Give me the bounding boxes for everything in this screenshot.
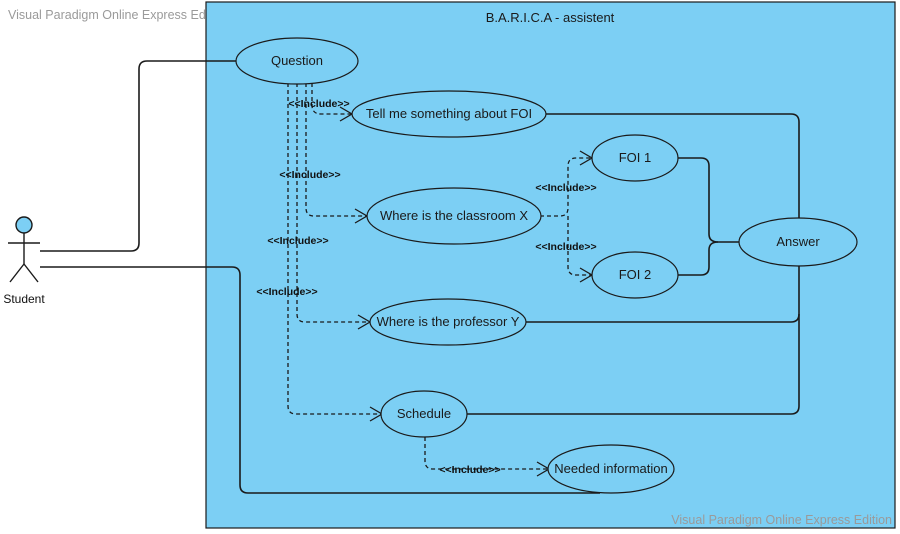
use-case-foi2[interactable]: FOI 2 bbox=[591, 251, 679, 299]
use-case-foi2-label: FOI 2 bbox=[619, 267, 652, 282]
association-foi1-answer bbox=[678, 157, 739, 243]
include-line-foi1 bbox=[540, 157, 592, 217]
include-label-foi1: <<Include>> bbox=[535, 182, 596, 194]
use-case-classroom-label: Where is the classroom X bbox=[380, 208, 528, 223]
include-line-needed-info bbox=[424, 437, 549, 470]
use-case-needed-information-label: Needed information bbox=[554, 461, 667, 476]
include-label-professor: <<Include>> bbox=[267, 235, 328, 247]
actor-head bbox=[15, 216, 33, 234]
include-line-professor bbox=[296, 83, 370, 323]
include-label-classroom: <<Include>> bbox=[279, 169, 340, 181]
include-line-foi2 bbox=[567, 216, 592, 276]
use-case-question-label: Question bbox=[271, 53, 323, 68]
use-case-professor[interactable]: Where is the professor Y bbox=[369, 298, 527, 346]
include-line-schedule bbox=[287, 83, 382, 415]
use-case-needed-information[interactable]: Needed information bbox=[547, 444, 675, 494]
association-foi2-answer bbox=[678, 241, 719, 276]
include-label-needed-info: <<Include>> bbox=[439, 464, 500, 476]
association-foi-info-answer bbox=[546, 113, 800, 220]
use-case-classroom[interactable]: Where is the classroom X bbox=[366, 187, 542, 245]
use-case-question[interactable]: Question bbox=[235, 37, 359, 85]
watermark-bottom-right: Visual Paradigm Online Express Edition bbox=[671, 513, 892, 527]
association-schedule-answer bbox=[467, 314, 800, 415]
use-case-professor-label: Where is the professor Y bbox=[377, 314, 520, 329]
include-line-foi-info bbox=[311, 83, 352, 115]
use-case-foi-info[interactable]: Tell me something about FOI bbox=[351, 90, 547, 138]
actor-student[interactable]: Student bbox=[3, 216, 45, 306]
watermark-top-left: Visual Paradigm Online Express Edition bbox=[8, 8, 229, 22]
system-title: B.A.R.I.C.A - assistent bbox=[486, 10, 615, 25]
use-case-foi1[interactable]: FOI 1 bbox=[591, 134, 679, 182]
actor-leg-right bbox=[23, 263, 39, 283]
use-case-schedule-label: Schedule bbox=[397, 406, 451, 421]
actor-leg-left bbox=[9, 263, 25, 283]
use-case-answer[interactable]: Answer bbox=[738, 217, 858, 267]
use-case-foi-info-label: Tell me something about FOI bbox=[366, 106, 532, 121]
include-label-foi2: <<Include>> bbox=[535, 241, 596, 253]
use-case-schedule[interactable]: Schedule bbox=[380, 390, 468, 438]
association-student-question bbox=[40, 60, 236, 252]
include-label-schedule: <<Include>> bbox=[256, 286, 317, 298]
use-case-foi1-label: FOI 1 bbox=[619, 150, 652, 165]
include-label-foi-info: <<Include>> bbox=[288, 98, 349, 110]
association-student-needed-information bbox=[40, 266, 600, 494]
actor-label: Student bbox=[3, 292, 45, 306]
use-case-answer-label: Answer bbox=[776, 234, 820, 249]
